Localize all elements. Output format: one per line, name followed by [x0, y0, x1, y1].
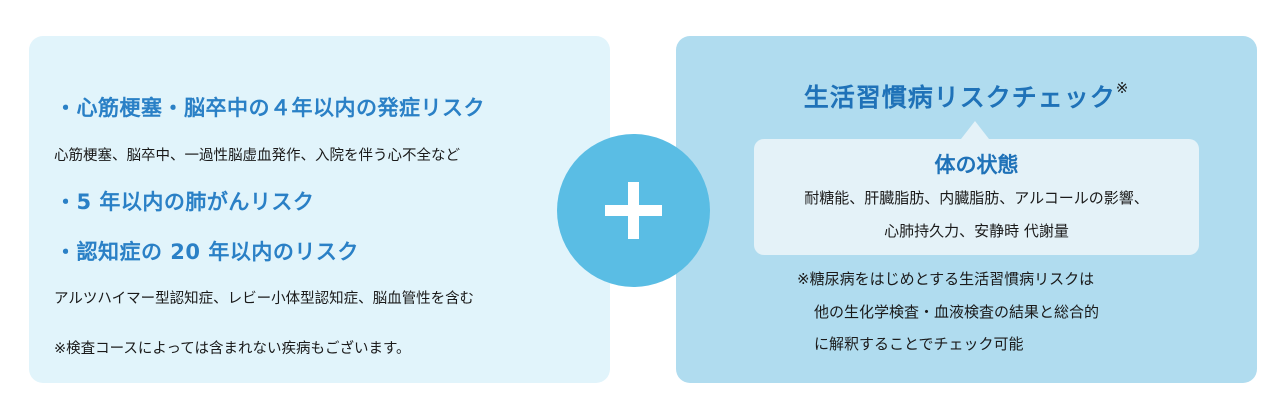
body-state-line-1: 耐糖能、肝臓脂肪、内臓脂肪、アルコールの影響、	[804, 189, 1149, 207]
risk-heading-lung-cancer: ・5 年以内の肺がんリスク	[55, 190, 315, 214]
lifestyle-risk-title-text: 生活習慣病リスクチェック	[803, 83, 1116, 112]
body-state-title: 体の状態	[934, 153, 1019, 177]
title-note-mark: ※	[1115, 78, 1130, 97]
left-panel	[29, 36, 610, 383]
lifestyle-note-line-1: ※糖尿病をはじめとする生活習慣病リスクは	[797, 270, 1095, 288]
lifestyle-note-line-2: 他の生化学検査・血液検査の結果と総合的	[814, 303, 1100, 321]
lifestyle-note-line-3: に解釈することでチェック可能	[814, 335, 1024, 353]
plus-vertical-bar	[628, 182, 639, 239]
body-state-line-2: 心肺持久力、安静時 代謝量	[884, 222, 1069, 240]
risk-detail-cardiovascular: 心筋梗塞、脳卒中、一過性脳虚血発作、入院を伴う心不全など	[54, 148, 460, 164]
risk-heading-cardiovascular: ・心筋梗塞・脳卒中の４年以内の発症リスク	[55, 96, 485, 120]
lifestyle-risk-title: 生活習慣病リスクチェック※	[676, 78, 1257, 114]
body-state-box: 体の状態 耐糖能、肝臓脂肪、内臓脂肪、アルコールの影響、 心肺持久力、安静時 代…	[754, 139, 1199, 255]
risk-heading-dementia: ・認知症の 20 年以内のリスク	[55, 240, 359, 264]
risk-detail-dementia: アルツハイマー型認知症、レビー小体型認知症、脳血管性を含む	[54, 291, 475, 307]
plus-icon	[557, 134, 710, 287]
state-box-pointer	[961, 121, 989, 139]
course-note: ※検査コースによっては含まれない疾病もございます。	[54, 341, 411, 357]
